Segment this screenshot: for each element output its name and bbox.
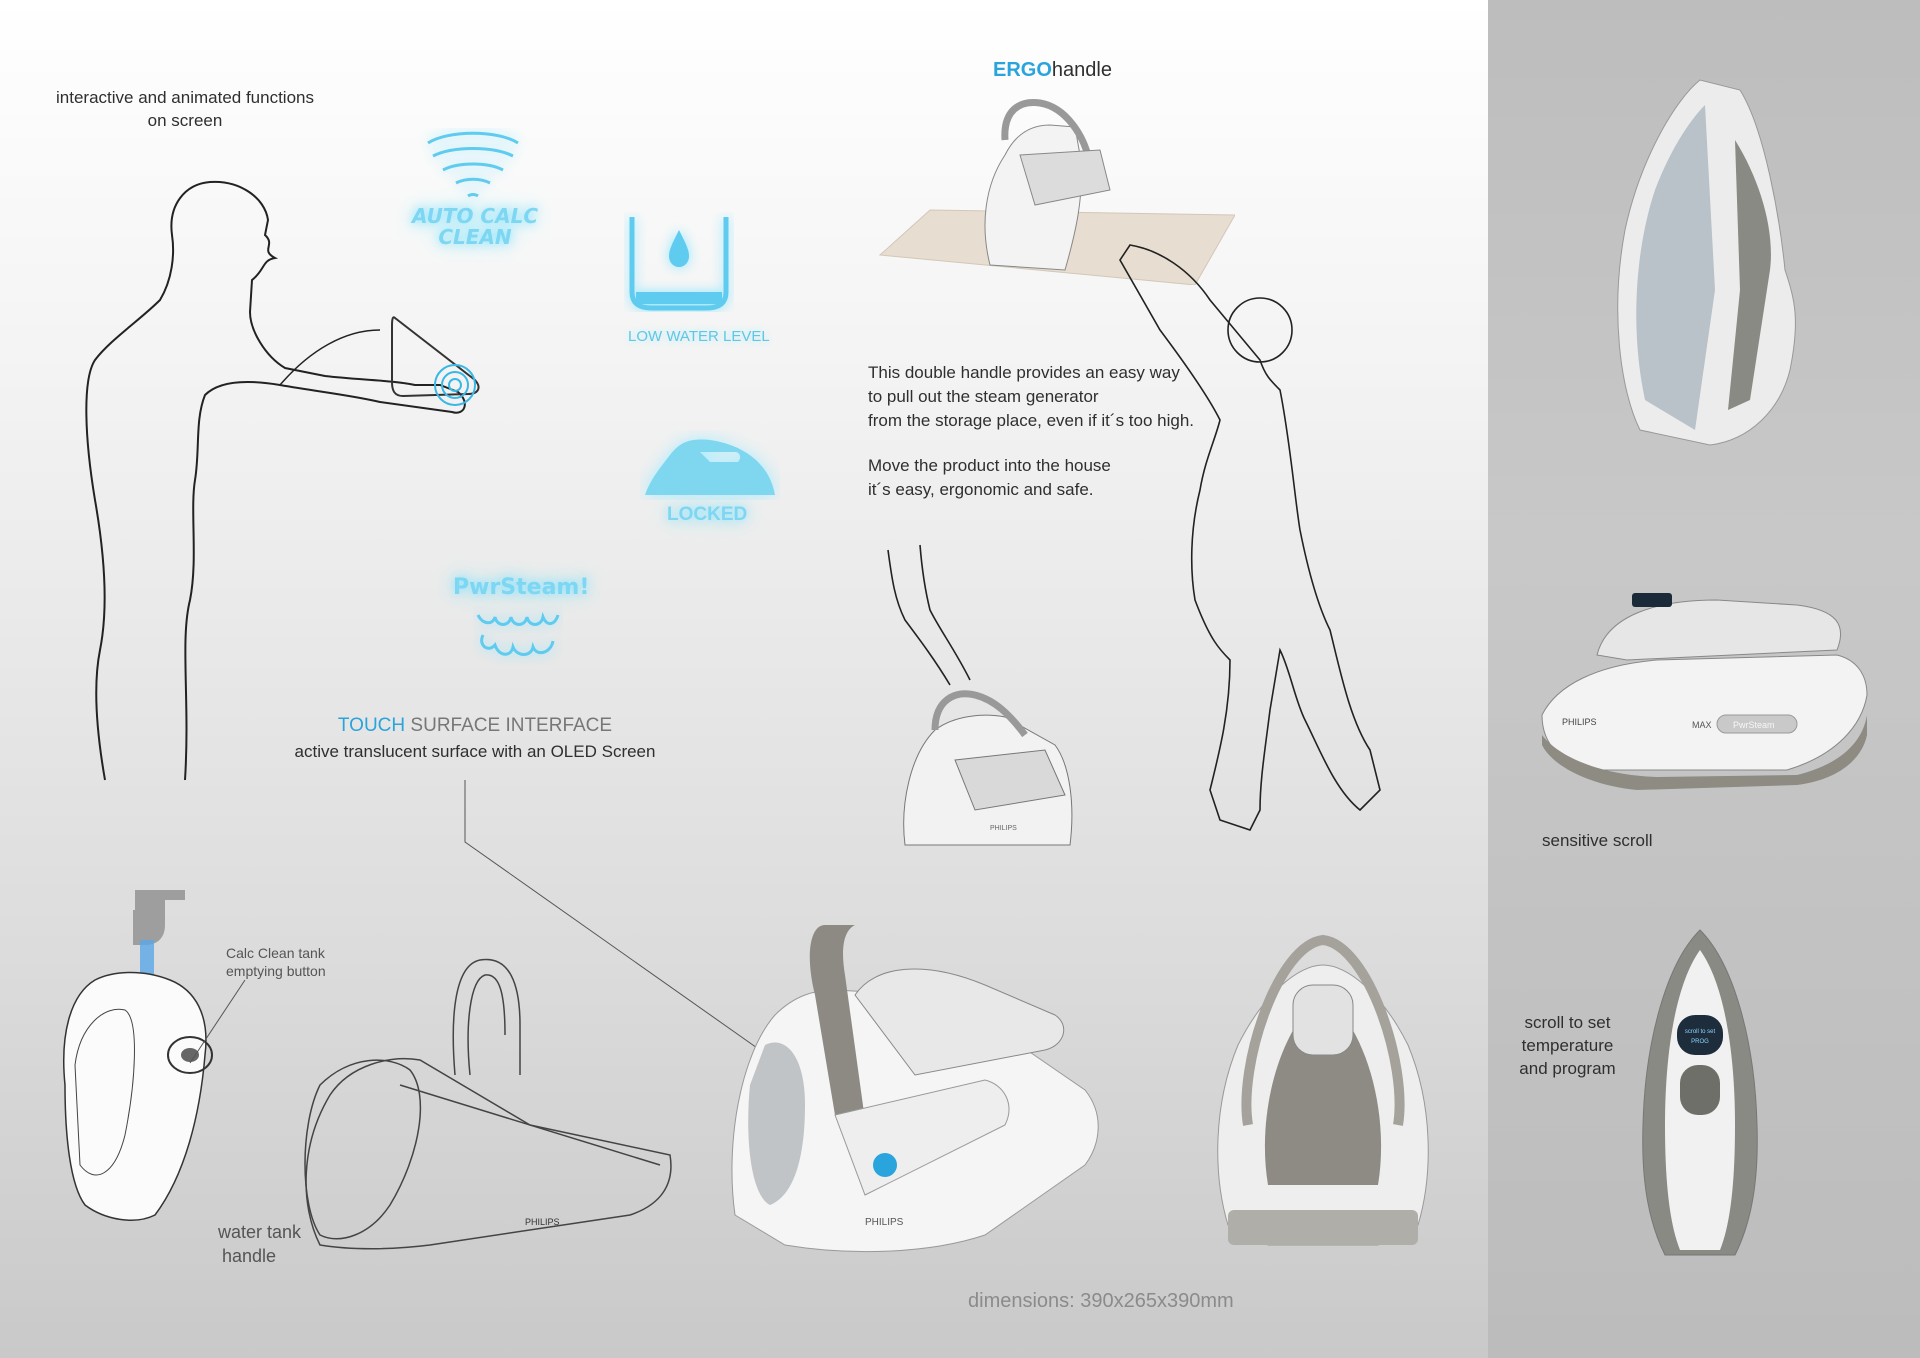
water-tank-handle-callout: water tank handle bbox=[218, 1222, 302, 1267]
storage-shelf-illustration bbox=[878, 99, 1235, 285]
water-tank-tap-illustration bbox=[63, 890, 213, 1221]
pwrsteam-badge: PwrSteam bbox=[1733, 720, 1775, 730]
locked-label: LOCKED bbox=[667, 504, 748, 525]
carrying-person-illustration bbox=[887, 544, 971, 686]
woman-silhouette-illustration bbox=[85, 180, 480, 781]
dimensions-label: dimensions: 390x265x390mm bbox=[968, 1290, 1234, 1312]
leader-line bbox=[464, 780, 761, 1051]
touch-subtitle: active translucent surface with an OLED … bbox=[294, 742, 656, 761]
iron-front-view-render: scroll to set PROG bbox=[1642, 929, 1758, 1256]
iron-locked-icon bbox=[645, 439, 775, 495]
reaching-person-illustration bbox=[1119, 244, 1381, 831]
brand-mark: PHILIPS bbox=[525, 1217, 560, 1227]
brand-mark: PHILIPS bbox=[865, 1217, 904, 1228]
steam-generator-render-front bbox=[1217, 934, 1429, 1246]
iron-side-view-render bbox=[1617, 79, 1796, 446]
ergo-heading: ERGOhandle bbox=[993, 59, 1112, 81]
auto-calc-clean-label: AUTO CALC CLEAN bbox=[411, 204, 538, 249]
calc-clean-callout: Calc Clean tank emptying button bbox=[226, 945, 326, 980]
screen-text-2: PROG bbox=[1691, 1039, 1709, 1045]
brand-mark: PHILIPS bbox=[990, 825, 1017, 832]
scroll-to-set-label: scroll to set temperature and program bbox=[1519, 1013, 1616, 1078]
pwrsteam-label: PwrSteam! bbox=[453, 575, 590, 600]
steam-generator-lineart: PHILIPS bbox=[304, 958, 672, 1250]
screen-text-1: scroll to set bbox=[1685, 1029, 1716, 1035]
sensitive-scroll-label: sensitive scroll bbox=[1542, 831, 1653, 850]
touch-heading: TOUCH SURFACE INTERFACE bbox=[337, 715, 613, 736]
iron-top-view-render: PwrSteam MAX PHILIPS bbox=[1541, 593, 1868, 790]
steam-generator-carried-illustration: PHILIPS bbox=[903, 690, 1073, 846]
auto-calc-clean-icon bbox=[427, 131, 519, 198]
max-label: MAX bbox=[1692, 720, 1712, 730]
intro-text: interactive and animated functions on sc… bbox=[56, 88, 314, 130]
brand-mark: PHILIPS bbox=[1562, 717, 1597, 727]
steam-generator-render-side: PHILIPS bbox=[731, 925, 1099, 1253]
steam-cloud-icon bbox=[476, 611, 560, 656]
ergo-description: This double handle provides an easy way … bbox=[868, 363, 1195, 500]
low-water-level-label: LOW WATER LEVEL bbox=[628, 328, 770, 345]
low-water-level-icon bbox=[629, 217, 729, 311]
calc-callout-line bbox=[189, 979, 246, 1064]
